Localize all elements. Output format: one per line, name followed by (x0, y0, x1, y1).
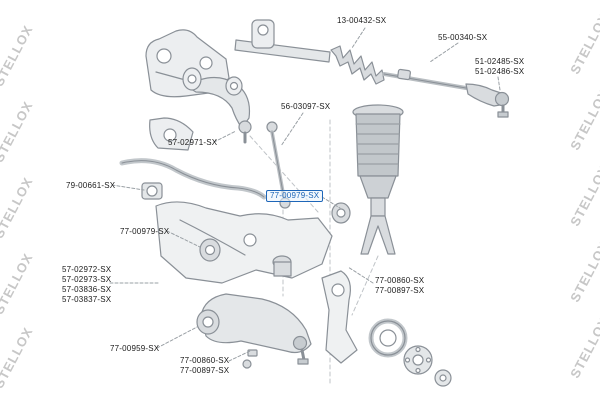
steering-boot-drawing (330, 45, 385, 85)
wheel-bearing-drawing (368, 318, 452, 387)
part-label-55-00340[interactable]: 55-00340-SX (438, 33, 488, 42)
tie-rod-end-drawing (465, 83, 510, 118)
part-label-13-00432[interactable]: 13-00432-SX (337, 16, 387, 25)
part-label-77-00860-right[interactable]: 77-00860-SX (375, 276, 425, 285)
part-label-77-00860-bottom[interactable]: 77-00860-SX (180, 356, 230, 365)
part-label-51-02486[interactable]: 51-02486-SX (475, 67, 525, 76)
part-label-77-00979[interactable]: 77-00979-SX (120, 227, 170, 236)
part-label-77-00897-bottom[interactable]: 77-00897-SX (180, 366, 230, 375)
part-label-57-02971[interactable]: 57-02971-SX (168, 138, 218, 147)
part-label-77-00897-right[interactable]: 77-00897-SX (375, 286, 425, 295)
air-spring-drawing (352, 104, 404, 255)
stabilizer-bar-drawing (119, 158, 267, 200)
arm-bracket-drawing (149, 117, 194, 151)
leader-lines (109, 27, 501, 362)
part-label-57-03836[interactable]: 57-03836-SX (62, 285, 112, 294)
part-label-57-03837[interactable]: 57-03837-SX (62, 295, 112, 304)
part-label-57-02972[interactable]: 57-02972-SX (62, 265, 112, 274)
upper-control-arm-drawing (182, 67, 252, 144)
subframe-drawing (155, 201, 351, 284)
steering-rack-drawing (234, 19, 331, 63)
part-label-77-00979-highlighted[interactable]: 77-00979-SX (266, 190, 324, 202)
fasteners-drawing (242, 349, 258, 369)
part-label-51-02485[interactable]: 51-02485-SX (475, 57, 525, 66)
part-label-57-02973[interactable]: 57-02973-SX (62, 275, 112, 284)
lower-control-arm-drawing (196, 255, 312, 365)
knuckle-drawing (321, 270, 358, 364)
part-label-56-03097[interactable]: 56-03097-SX (281, 102, 331, 111)
tie-rod-drawing (382, 68, 468, 90)
part-label-77-00959[interactable]: 77-00959-SX (110, 344, 160, 353)
part-label-79-00661[interactable]: 79-00661-SX (66, 181, 116, 190)
